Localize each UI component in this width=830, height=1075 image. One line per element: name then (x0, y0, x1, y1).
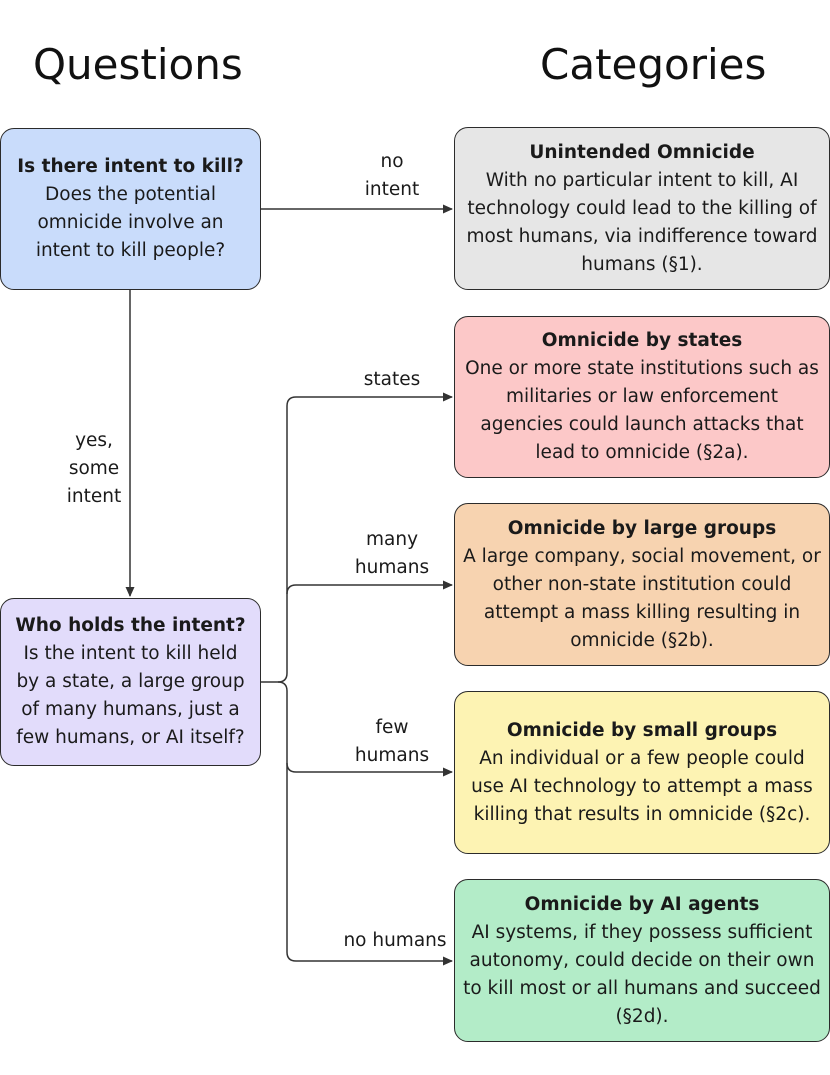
arrow-no-humans (277, 681, 453, 966)
question-body: Is the intent to kill held by a state, a… (16, 643, 245, 748)
edge-label-some-intent: yes, some intent (66, 430, 122, 507)
category-unintended-box: Unintended Omnicide With no particular i… (454, 127, 830, 290)
questions-heading: Questions (33, 40, 243, 89)
category-body: With no particular intent to kill, AI te… (466, 169, 818, 275)
question-holder-box: Who holds the intent? Is the intent to k… (0, 598, 261, 766)
category-ai-agents-box: Omnicide by AI agents AI systems, if the… (454, 879, 830, 1042)
category-title: Omnicide by large groups (507, 517, 777, 539)
edge-label-no-intent: no intent (364, 151, 420, 200)
category-title: Unintended Omnicide (529, 141, 755, 163)
question-title: Is there intent to kill? (17, 156, 244, 177)
edge-label-no-humans: no humans (343, 930, 447, 951)
category-title: Omnicide by small groups (506, 719, 778, 741)
arrow-many-humans (286, 580, 453, 595)
category-title: Omnicide by AI agents (524, 893, 760, 915)
categories-heading: Categories (540, 40, 767, 89)
edge-label-states: states (363, 369, 421, 390)
category-body: One or more state institutions such as m… (465, 358, 819, 463)
category-title: Omnicide by states (541, 330, 743, 351)
question-body: Does the potential omnicide involve an i… (35, 184, 226, 261)
category-small-groups-box: Omnicide by small groups An individual o… (454, 691, 830, 854)
category-body: An individual or a few people could use … (471, 747, 813, 825)
category-states-box: Omnicide by states One or more state ins… (454, 316, 830, 478)
arrow-states (260, 392, 453, 683)
edge-label-few-humans: few humans (354, 717, 430, 766)
category-body: AI systems, if they possess sufficient a… (463, 921, 821, 1027)
arrow-few-humans (286, 762, 453, 777)
question-title: Who holds the intent? (15, 615, 246, 636)
question-intent-box: Is there intent to kill? Does the potent… (0, 128, 261, 290)
edge-label-many-humans: many humans (354, 529, 430, 578)
category-large-groups-box: Omnicide by large groups A large company… (454, 503, 830, 666)
category-body: A large company, social movement, or oth… (463, 545, 821, 651)
